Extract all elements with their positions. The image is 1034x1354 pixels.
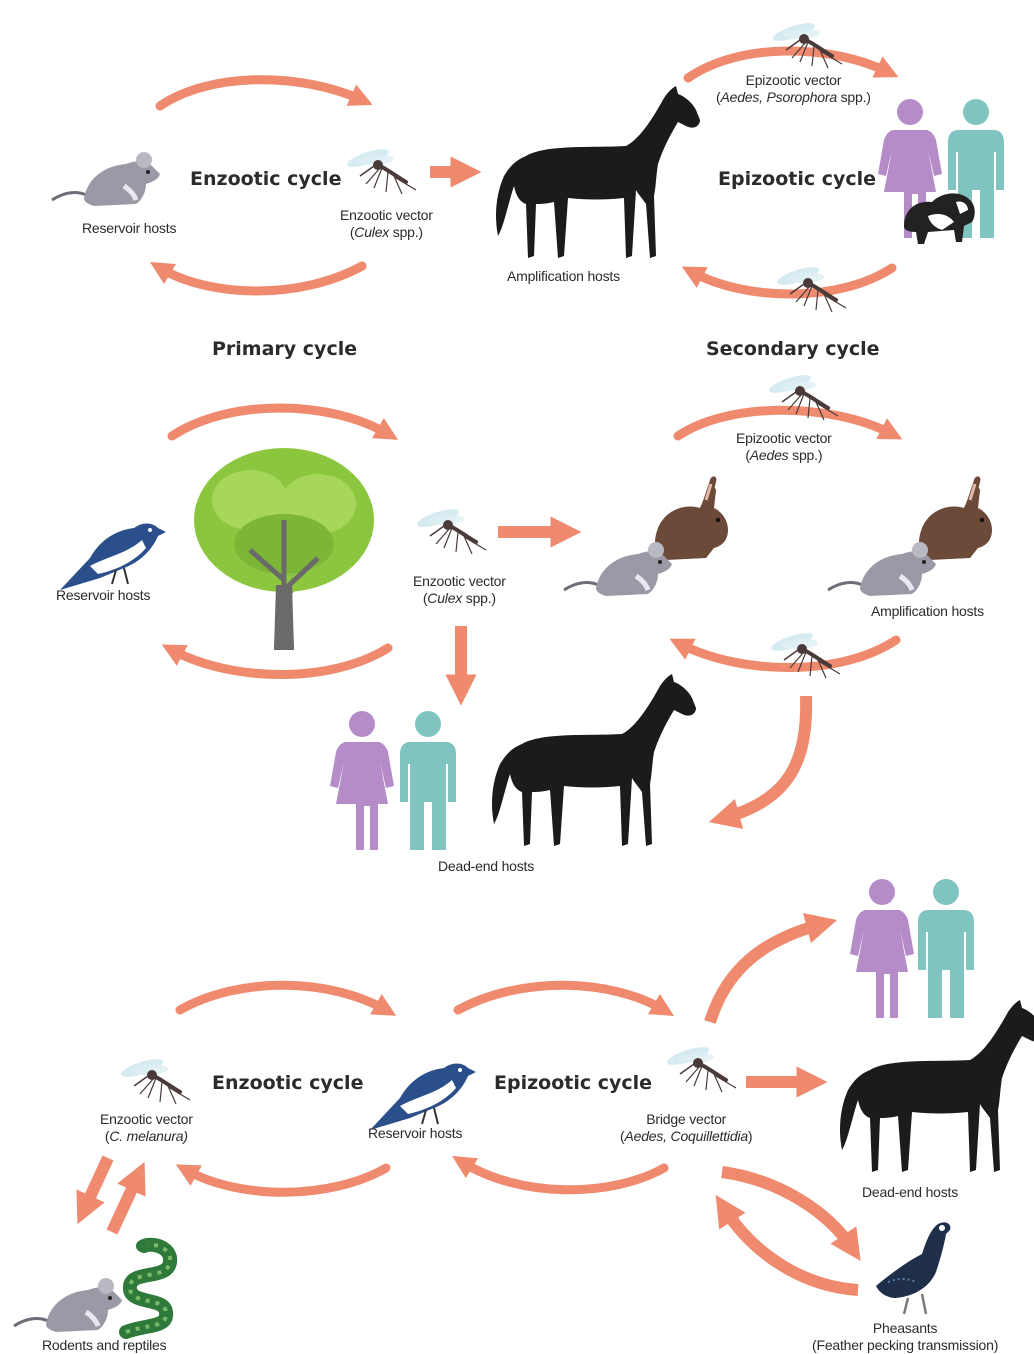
secondary-cycle-title: Secondary cycle [706,338,880,360]
transfer-arrow [724,1208,858,1290]
enzootic-vector-line1: Enzootic vector [100,1111,193,1128]
bird-icon [370,1064,476,1131]
mosquito-icon [665,1043,736,1092]
rodent-icon [564,542,672,596]
pheasants-label: Pheasants (Feather pecking transmission) [812,1320,998,1354]
epizootic-vector-line1: Epizootic vector [736,430,832,447]
enzootic-vector-line2: (C. melanura) [100,1128,193,1145]
epizootic-vector-line1: Epizootic vector [716,72,871,89]
epizootic-vector-label: Epizootic vector (Aedes spp.) [736,430,832,464]
rabbit-icon [655,476,728,560]
transfer-arrow [84,1158,108,1210]
vector-genus: Culex [427,590,462,606]
cycle-arrow [458,985,664,1010]
vector-suffix: spp.) [389,224,423,240]
bridge-vector-line1: Bridge vector [620,1111,752,1128]
cycle-arrow [172,648,388,675]
snake-icon [126,1240,170,1332]
epizootic-vector-line2: (Aedes spp.) [736,447,832,464]
epi-vector-suffix: spp.) [837,89,871,105]
enzootic-cycle-title: Enzootic cycle [212,1072,363,1094]
epizootic-cycle-title: Epizootic cycle [494,1072,652,1094]
mosquito-icon [345,145,416,194]
dead-end-hosts-label: Dead-end hosts [862,1184,958,1201]
enzootic-vector-line1: Enzootic vector [340,207,433,224]
enzootic-vector-line2: (Culex spp.) [340,224,433,241]
horse-icon [492,674,696,846]
epizootic-cycle-title: Epizootic cycle [718,168,876,190]
amplification-hosts-label: Amplification hosts [871,603,984,620]
enzootic-vector-label: Enzootic vector (Culex spp.) [340,207,433,241]
tree-icon [194,448,374,650]
epi-vector-genus: Aedes [750,447,789,463]
bird-icon [60,524,166,591]
rodent-icon [828,542,936,596]
rabbit-icon [919,476,992,560]
enzootic-vector-label: Enzootic vector (Culex spp.) [413,573,506,607]
reservoir-hosts-label: Reservoir hosts [82,220,176,237]
transfer-arrow [724,696,806,818]
primary-cycle-title: Primary cycle [212,338,357,360]
epi-vector-suffix: spp.) [788,447,822,463]
epizootic-vector-line2: (Aedes, Psorophora spp.) [716,89,871,106]
pheasant-icon [876,1222,950,1314]
reservoir-hosts-label: Reservoir hosts [368,1125,462,1142]
mosquito-icon [771,19,842,68]
vector-suffix: spp.) [462,590,496,606]
cycle-arrow [462,1162,664,1190]
enzootic-vector-label: Enzootic vector (C. melanura) [100,1111,193,1145]
cycle-arrow [186,1168,386,1192]
epi-vector-genus: Aedes, Psorophora [720,89,836,105]
reservoir-hosts-label: Reservoir hosts [56,587,150,604]
mosquito-icon [415,505,486,554]
man-icon [400,711,456,850]
woman-icon [330,711,394,850]
pheasants-line2: (Feather pecking transmission) [812,1337,998,1354]
vector-genus: Culex [354,224,389,240]
man-icon [918,879,974,1018]
pheasants-line1: Pheasants [812,1320,998,1337]
vector-species: C. melanura) [109,1128,188,1144]
horse-icon [496,86,700,258]
transfer-arrow [710,924,822,1022]
enzootic-vector-line1: Enzootic vector [413,573,506,590]
woman-icon [850,879,914,1018]
cycle-arrow [180,985,386,1010]
horse-icon [840,1000,1034,1172]
panel-2 [60,371,992,850]
dead-end-hosts-label: Dead-end hosts [438,858,534,875]
rodents-reptiles-label: Rodents and reptiles [42,1337,166,1354]
bridge-vector-label: Bridge vector (Aedes, Coquillettidia) [620,1111,752,1145]
cycle-arrow [160,266,362,291]
mosquito-icon [119,1055,190,1104]
rodent-icon [52,152,160,206]
cycle-arrow [160,80,362,106]
rodent-icon [14,1278,122,1332]
transfer-arrow [112,1176,138,1232]
amplification-hosts-label: Amplification hosts [507,268,620,285]
enzootic-vector-line2: (Culex spp.) [413,590,506,607]
bridge-vector-line2: (Aedes, Coquillettidia) [620,1128,752,1145]
cycle-arrow [172,408,388,436]
panel-3 [14,879,1034,1332]
enzootic-cycle-title: Enzootic cycle [190,168,341,190]
epizootic-vector-label: Epizootic vector (Aedes, Psorophora spp.… [716,72,871,106]
bridge-vector-genus: Aedes, Coquillettidia [624,1128,747,1144]
